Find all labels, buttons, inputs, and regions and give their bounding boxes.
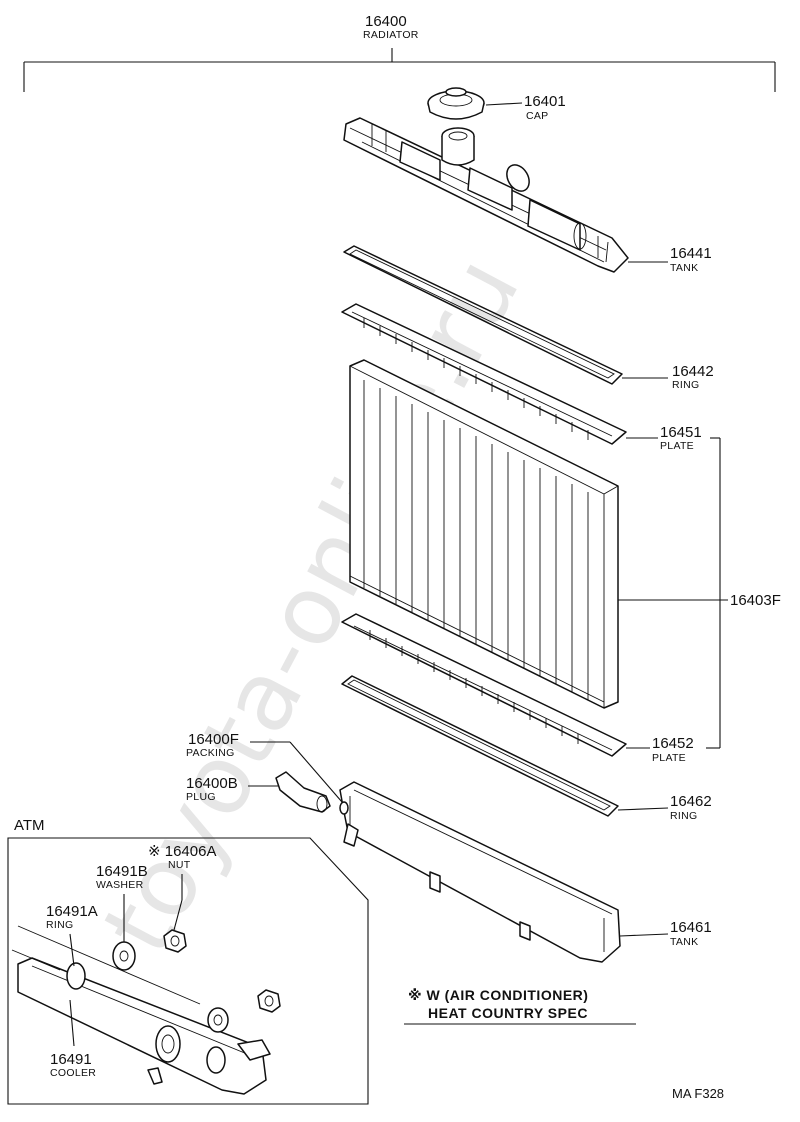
part-number-16403F: 16403F (730, 592, 781, 609)
part-number-16491B: 16491B (96, 863, 148, 880)
part-label-cap: CAP (526, 110, 549, 122)
upper-plate (341, 303, 627, 445)
part-label-ring-upper: RING (672, 379, 699, 391)
part-label-tank-lower: TANK (670, 936, 698, 948)
part-number-16401: 16401 (524, 93, 566, 110)
part-number-16491: 16491 (50, 1051, 92, 1068)
atm-inset-frame (7, 837, 369, 1105)
inset-label-atm: ATM (14, 817, 45, 834)
radiator-core (349, 359, 619, 709)
part-label-ring-lower: RING (670, 810, 697, 822)
part-number-16491A: 16491A (46, 903, 98, 920)
part-number-16400B: 16400B (186, 775, 238, 792)
part-label-tank-upper: TANK (670, 262, 698, 274)
part-number-16452: 16452 (652, 735, 694, 752)
part-number-16451: 16451 (660, 424, 702, 441)
part-label-plate-upper: PLATE (660, 440, 694, 452)
radiator-cap (427, 87, 485, 120)
part-number-16461: 16461 (670, 919, 712, 936)
radiator-assembly-bracket (23, 48, 776, 92)
part-number-16442: 16442 (672, 363, 714, 380)
part-number-16441: 16441 (670, 245, 712, 262)
upper-tank (343, 117, 629, 273)
lower-plate (341, 613, 627, 757)
plug-packing (339, 801, 349, 815)
drain-plug (275, 771, 331, 813)
lower-ring-gasket (341, 675, 619, 817)
part-label-washer: WASHER (96, 879, 144, 891)
part-label-packing: PACKING (186, 747, 235, 759)
lower-tank (339, 781, 621, 963)
note-heat-country-spec: HEAT COUNTRY SPEC (428, 1005, 588, 1021)
part-label-plate-lower: PLATE (652, 752, 686, 764)
upper-ring-gasket (343, 245, 623, 385)
part-label-radiator: RADIATOR (363, 29, 419, 41)
part-label-nut: NUT (168, 859, 191, 871)
note-air-conditioner: ※ W (AIR CONDITIONER) (408, 987, 588, 1003)
figure-code: MA F328 (672, 1086, 724, 1101)
part-label-ring-cooler: RING (46, 919, 73, 931)
part-number-16400: 16400 (365, 13, 407, 30)
part-number-16462: 16462 (670, 793, 712, 810)
part-label-plug: PLUG (186, 791, 216, 803)
part-number-16400F: 16400F (188, 731, 239, 748)
oil-cooler (11, 925, 271, 1095)
part-number-16406A: ※ 16406A (148, 843, 216, 860)
core-assembly-bracket (618, 437, 728, 749)
part-label-cooler: COOLER (50, 1067, 96, 1079)
cooler-washer-nut-set (112, 929, 281, 1033)
